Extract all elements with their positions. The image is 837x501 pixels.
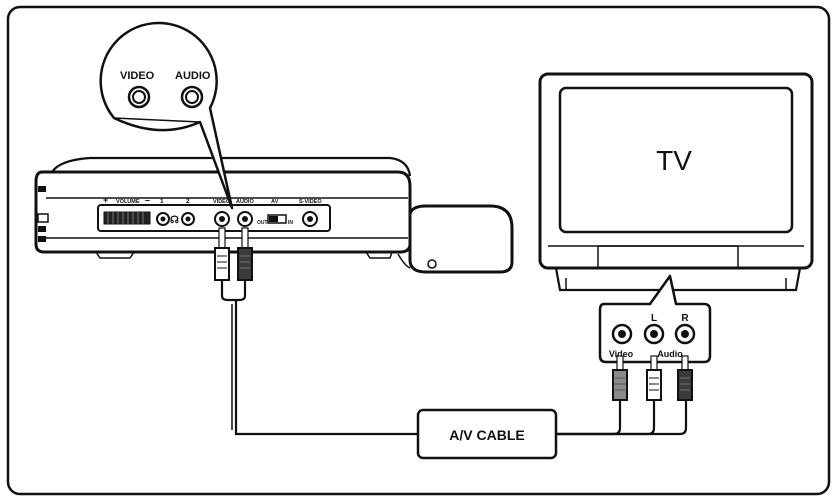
television: TV xyxy=(538,72,814,292)
tv-video-plug xyxy=(612,369,628,401)
tv-screen-label: TV xyxy=(656,145,692,176)
tv-jack-l-label: L xyxy=(651,313,657,324)
player-body xyxy=(34,170,412,254)
video-jack-label: VIDEO xyxy=(213,199,231,205)
av-in-label: IN xyxy=(288,220,293,226)
player-vents xyxy=(37,186,49,242)
tv-input-callout: L R Video Audio xyxy=(598,274,712,364)
volume-plus-label: + xyxy=(103,195,108,205)
player-plugs xyxy=(214,227,418,436)
tv-plugs xyxy=(612,355,693,401)
svideo-jack-group: S-VIDEO xyxy=(299,199,322,227)
av-switch-label: AV xyxy=(271,199,279,205)
player-video-plug xyxy=(214,247,230,281)
tv-audio-r-plug xyxy=(677,369,693,401)
callout-bubble xyxy=(99,21,234,210)
svideo-label: S-VIDEO xyxy=(299,199,322,205)
headphone-2-label: 2 xyxy=(186,198,190,205)
av-out-label: OUT xyxy=(257,220,268,226)
tv-screen xyxy=(558,86,794,234)
control-panel xyxy=(97,204,331,232)
callout-video-label: VIDEO xyxy=(120,70,155,82)
jack-callout: VIDEO AUDIO xyxy=(99,21,234,210)
av-output-jacks: VIDEO AUDIO xyxy=(213,199,254,227)
player-stand xyxy=(408,204,514,274)
av-cable-label-box: A/V CABLE xyxy=(416,400,688,460)
volume-minus-label: – xyxy=(145,195,150,205)
tv-video-label: Video xyxy=(609,349,634,359)
player-audio-plug xyxy=(237,247,253,281)
headphone-jacks: 1 2 ☊ xyxy=(156,198,195,226)
volume-label: VOLUME xyxy=(116,199,140,205)
av-cable-label: A/V CABLE xyxy=(449,427,524,443)
audio-jack-label: AUDIO xyxy=(236,199,254,205)
headphone-icon: ☊ xyxy=(170,215,179,226)
tv-audio-label: Audio xyxy=(657,349,683,359)
headphone-1-label: 1 xyxy=(160,198,164,205)
tv-audio-l-plug xyxy=(646,369,662,401)
volume-control[interactable]: + VOLUME – xyxy=(103,195,151,225)
av-switch[interactable]: AV OUT IN xyxy=(257,199,293,226)
callout-audio-label: AUDIO xyxy=(175,70,211,82)
tv-jack-r-label: R xyxy=(681,313,689,324)
